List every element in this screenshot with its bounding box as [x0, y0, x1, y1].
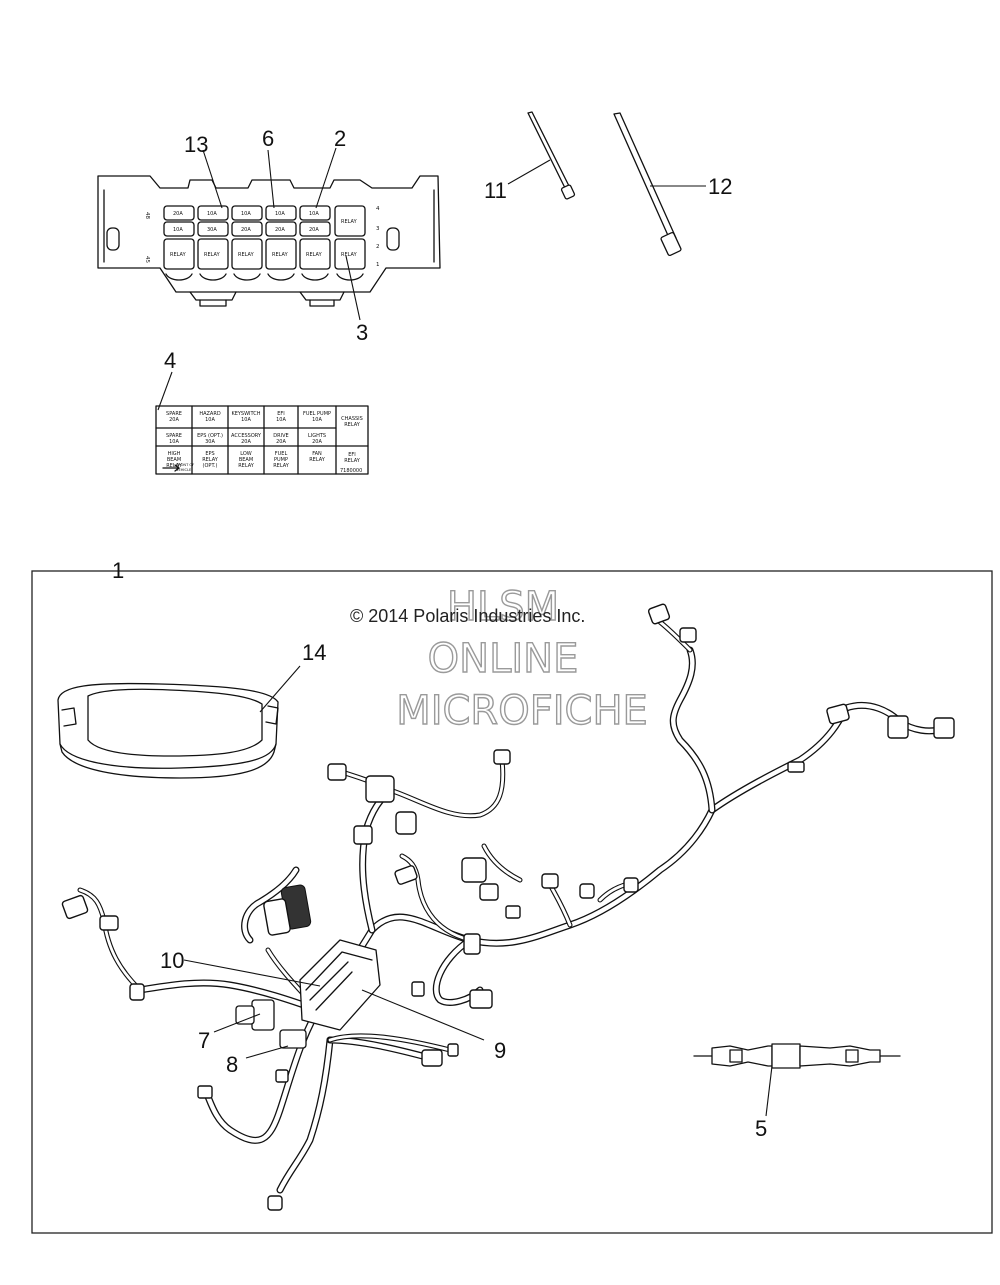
- relay-label: RELAY: [341, 219, 358, 225]
- fuse-label: 10A: [241, 211, 251, 217]
- fuse-row-2: 10A 30A 20A 20A 20A: [163, 221, 331, 237]
- fuse-box: 48 45 4 3 2 1 20A 10A 10A 10A 10A 10A 30…: [97, 175, 441, 307]
- callout-1: 1: [112, 558, 124, 583]
- callout-5: 5: [755, 1116, 767, 1141]
- callout-13: 13: [184, 132, 208, 157]
- callout-numbers: 1 2 3 4 5 6 7 8 9 10 11 12 13 14: [112, 126, 767, 1141]
- fuse-box-terminal-2: 2: [376, 244, 380, 250]
- fuse-label: 10A: [309, 211, 319, 217]
- fuse-box-cover: [57, 682, 279, 779]
- fuse-label: 10A: [275, 211, 285, 217]
- fuse-label: 20A: [309, 227, 319, 233]
- cable-tie-small: [527, 111, 576, 200]
- relay-label: RELAY: [170, 252, 187, 258]
- callout-3: 3: [356, 320, 368, 345]
- fuse-box-terminal-4: 4: [376, 206, 380, 212]
- fuse-row-1: 20A 10A 10A 10A 10A: [163, 205, 331, 221]
- relay-label: RELAY: [204, 252, 221, 258]
- callout-11: 11: [484, 178, 507, 203]
- callout-4: 4: [164, 348, 176, 373]
- watermark-line-3: MICROFICHE: [396, 688, 648, 734]
- cable-tie-large: [613, 112, 682, 257]
- wiring-harness: [77, 619, 948, 1194]
- fuse-box-side-label-bottom: 45: [144, 256, 150, 263]
- callout-7: 7: [198, 1028, 210, 1053]
- fuse-label: 20A: [173, 211, 183, 217]
- leader-lines: [157, 147, 773, 1117]
- fuse-label: 10A: [207, 211, 217, 217]
- relay-row: RELAY RELAY RELAY RELAY RELAY RELAY: [163, 238, 366, 270]
- copyright-text: © 2014 Polaris Industries Inc.: [350, 606, 585, 626]
- callout-9: 9: [494, 1038, 506, 1063]
- callout-10: 10: [160, 948, 184, 973]
- relay-label: RELAY: [341, 252, 358, 258]
- relay-label: RELAY: [306, 252, 323, 258]
- decal-cell: EPS (OPT.)30A: [197, 433, 223, 445]
- relay-label: RELAY: [272, 252, 289, 258]
- watermark-line-1: HLSM: [447, 584, 559, 630]
- relay-socket: [334, 205, 366, 237]
- decal-part-number: 7180000: [340, 468, 362, 474]
- power-distribution-module: [235, 939, 381, 1049]
- watermark: HLSM ONLINE MICROFICHE: [395, 583, 648, 734]
- fuse-label: 30A: [207, 227, 217, 233]
- fuse-label: 10A: [173, 227, 183, 233]
- fuse-box-side-label-top: 48: [144, 212, 150, 219]
- callout-12: 12: [708, 174, 732, 199]
- fuse-box-terminal-1: 1: [376, 262, 380, 268]
- fusible-link: [693, 1043, 901, 1069]
- watermark-line-2: ONLINE: [428, 636, 579, 682]
- relay-label: RELAY: [238, 252, 255, 258]
- callout-6: 6: [262, 126, 274, 151]
- fuse-label: 20A: [241, 227, 251, 233]
- callout-8: 8: [226, 1052, 238, 1077]
- fuse-box-terminal-3: 3: [376, 226, 380, 232]
- harness-connectors: [61, 603, 955, 1211]
- callout-2: 2: [334, 126, 346, 151]
- fuse-label: 20A: [275, 227, 285, 233]
- harness-assembly-frame: [31, 570, 993, 1234]
- callout-14: 14: [302, 640, 326, 665]
